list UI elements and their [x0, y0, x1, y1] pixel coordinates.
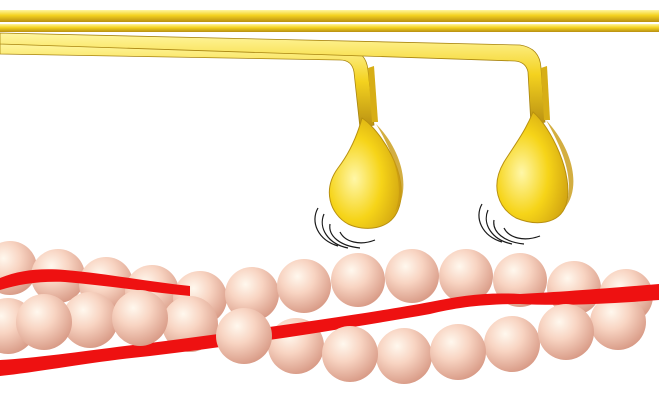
actin-bead — [322, 326, 378, 382]
actin-bead — [16, 294, 72, 350]
actin-filament — [0, 241, 659, 384]
actin-bead — [538, 304, 594, 360]
myosin-head-2 — [0, 33, 573, 223]
actin-bead — [376, 328, 432, 384]
actin-bead — [277, 259, 331, 313]
actin-bead — [430, 324, 486, 380]
actin-bead — [484, 316, 540, 372]
actin-bead — [331, 253, 385, 307]
myosin-head-1 — [0, 43, 403, 228]
myosin-thick-filament — [0, 10, 659, 32]
actin-bead — [216, 308, 272, 364]
actin-bead — [112, 290, 168, 346]
actin-bead — [385, 249, 439, 303]
